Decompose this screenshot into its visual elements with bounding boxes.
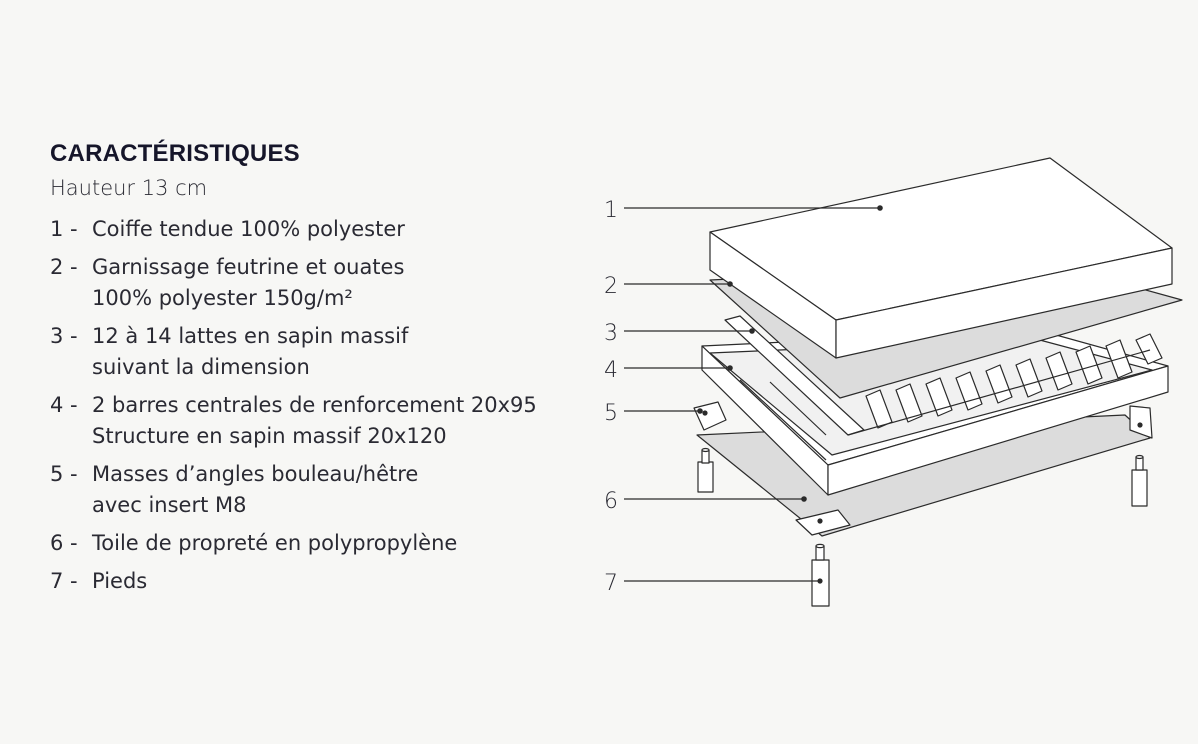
- specifications-title: CARACTÉRISTIQUES: [50, 140, 300, 167]
- item-number: 5 -: [50, 462, 78, 486]
- corner-block-front: [795, 509, 851, 536]
- list-item: 3 - 12 à 14 lattes en sapin massif suiva…: [50, 321, 610, 383]
- item-number: 6 -: [50, 531, 78, 555]
- callout-dots: [697, 205, 883, 502]
- foot-left: [697, 447, 714, 493]
- item-text: 100% polyester 150g/m²: [92, 286, 353, 310]
- foot-right: [1131, 454, 1148, 507]
- specifications-panel: CARACTÉRISTIQUES Hauteur 13 cm 1 - Coiff…: [50, 140, 610, 604]
- specifications-list: 1 - Coiffe tendue 100% polyester 2 - Gar…: [50, 214, 610, 597]
- list-item: 6 - Toile de propreté en polypropylène: [50, 528, 610, 559]
- item-number: 4 -: [50, 393, 78, 417]
- item-text: Pieds: [92, 569, 148, 593]
- item-text: Masses d’angles bouleau/hêtre: [92, 462, 419, 486]
- callout-5: 5: [604, 401, 618, 426]
- callout-4: 4: [604, 358, 618, 383]
- item-text: suivant la dimension: [92, 355, 310, 379]
- item-number: 3 -: [50, 324, 78, 348]
- callout-6: 6: [604, 489, 618, 514]
- callout-lines: [624, 207, 880, 582]
- foot-front: [811, 543, 830, 607]
- top-cover: [709, 157, 1173, 359]
- item-text: avec insert M8: [92, 493, 247, 517]
- corner-block-right: [1129, 405, 1153, 439]
- item-text: 12 à 14 lattes en sapin massif: [92, 324, 409, 348]
- list-item: 1 - Coiffe tendue 100% polyester: [50, 214, 610, 245]
- exploded-view-diagram: 1 2 3 4 5 6 7: [590, 150, 1190, 620]
- callout-3: 3: [604, 321, 618, 346]
- item-text: Structure en sapin massif 20x120: [92, 424, 447, 448]
- list-item: 2 - Garnissage feutrine et ouates 100% p…: [50, 252, 610, 314]
- callout-2: 2: [604, 274, 618, 299]
- item-text: Garnissage feutrine et ouates: [92, 255, 405, 279]
- item-number: 7 -: [50, 569, 78, 593]
- callout-1: 1: [604, 198, 618, 223]
- item-text: Toile de propreté en polypropylène: [92, 531, 458, 555]
- slats: [724, 315, 1163, 436]
- callout-7: 7: [604, 571, 618, 596]
- item-number: 1 -: [50, 217, 78, 241]
- list-item: 7 - Pieds: [50, 566, 610, 597]
- list-item: 4 - 2 barres centrales de renforcement 2…: [50, 390, 610, 452]
- item-text: Coiffe tendue 100% polyester: [92, 217, 405, 241]
- item-number: 2 -: [50, 255, 78, 279]
- list-item: 5 - Masses d’angles bouleau/hêtre avec i…: [50, 459, 610, 521]
- item-text: 2 barres centrales de renforcement 20x95: [92, 393, 537, 417]
- height-text: Hauteur 13 cm: [50, 176, 208, 200]
- exploded-view-svg: 1 2 3 4 5 6 7: [604, 157, 1183, 607]
- corner-block-left: [693, 401, 727, 431]
